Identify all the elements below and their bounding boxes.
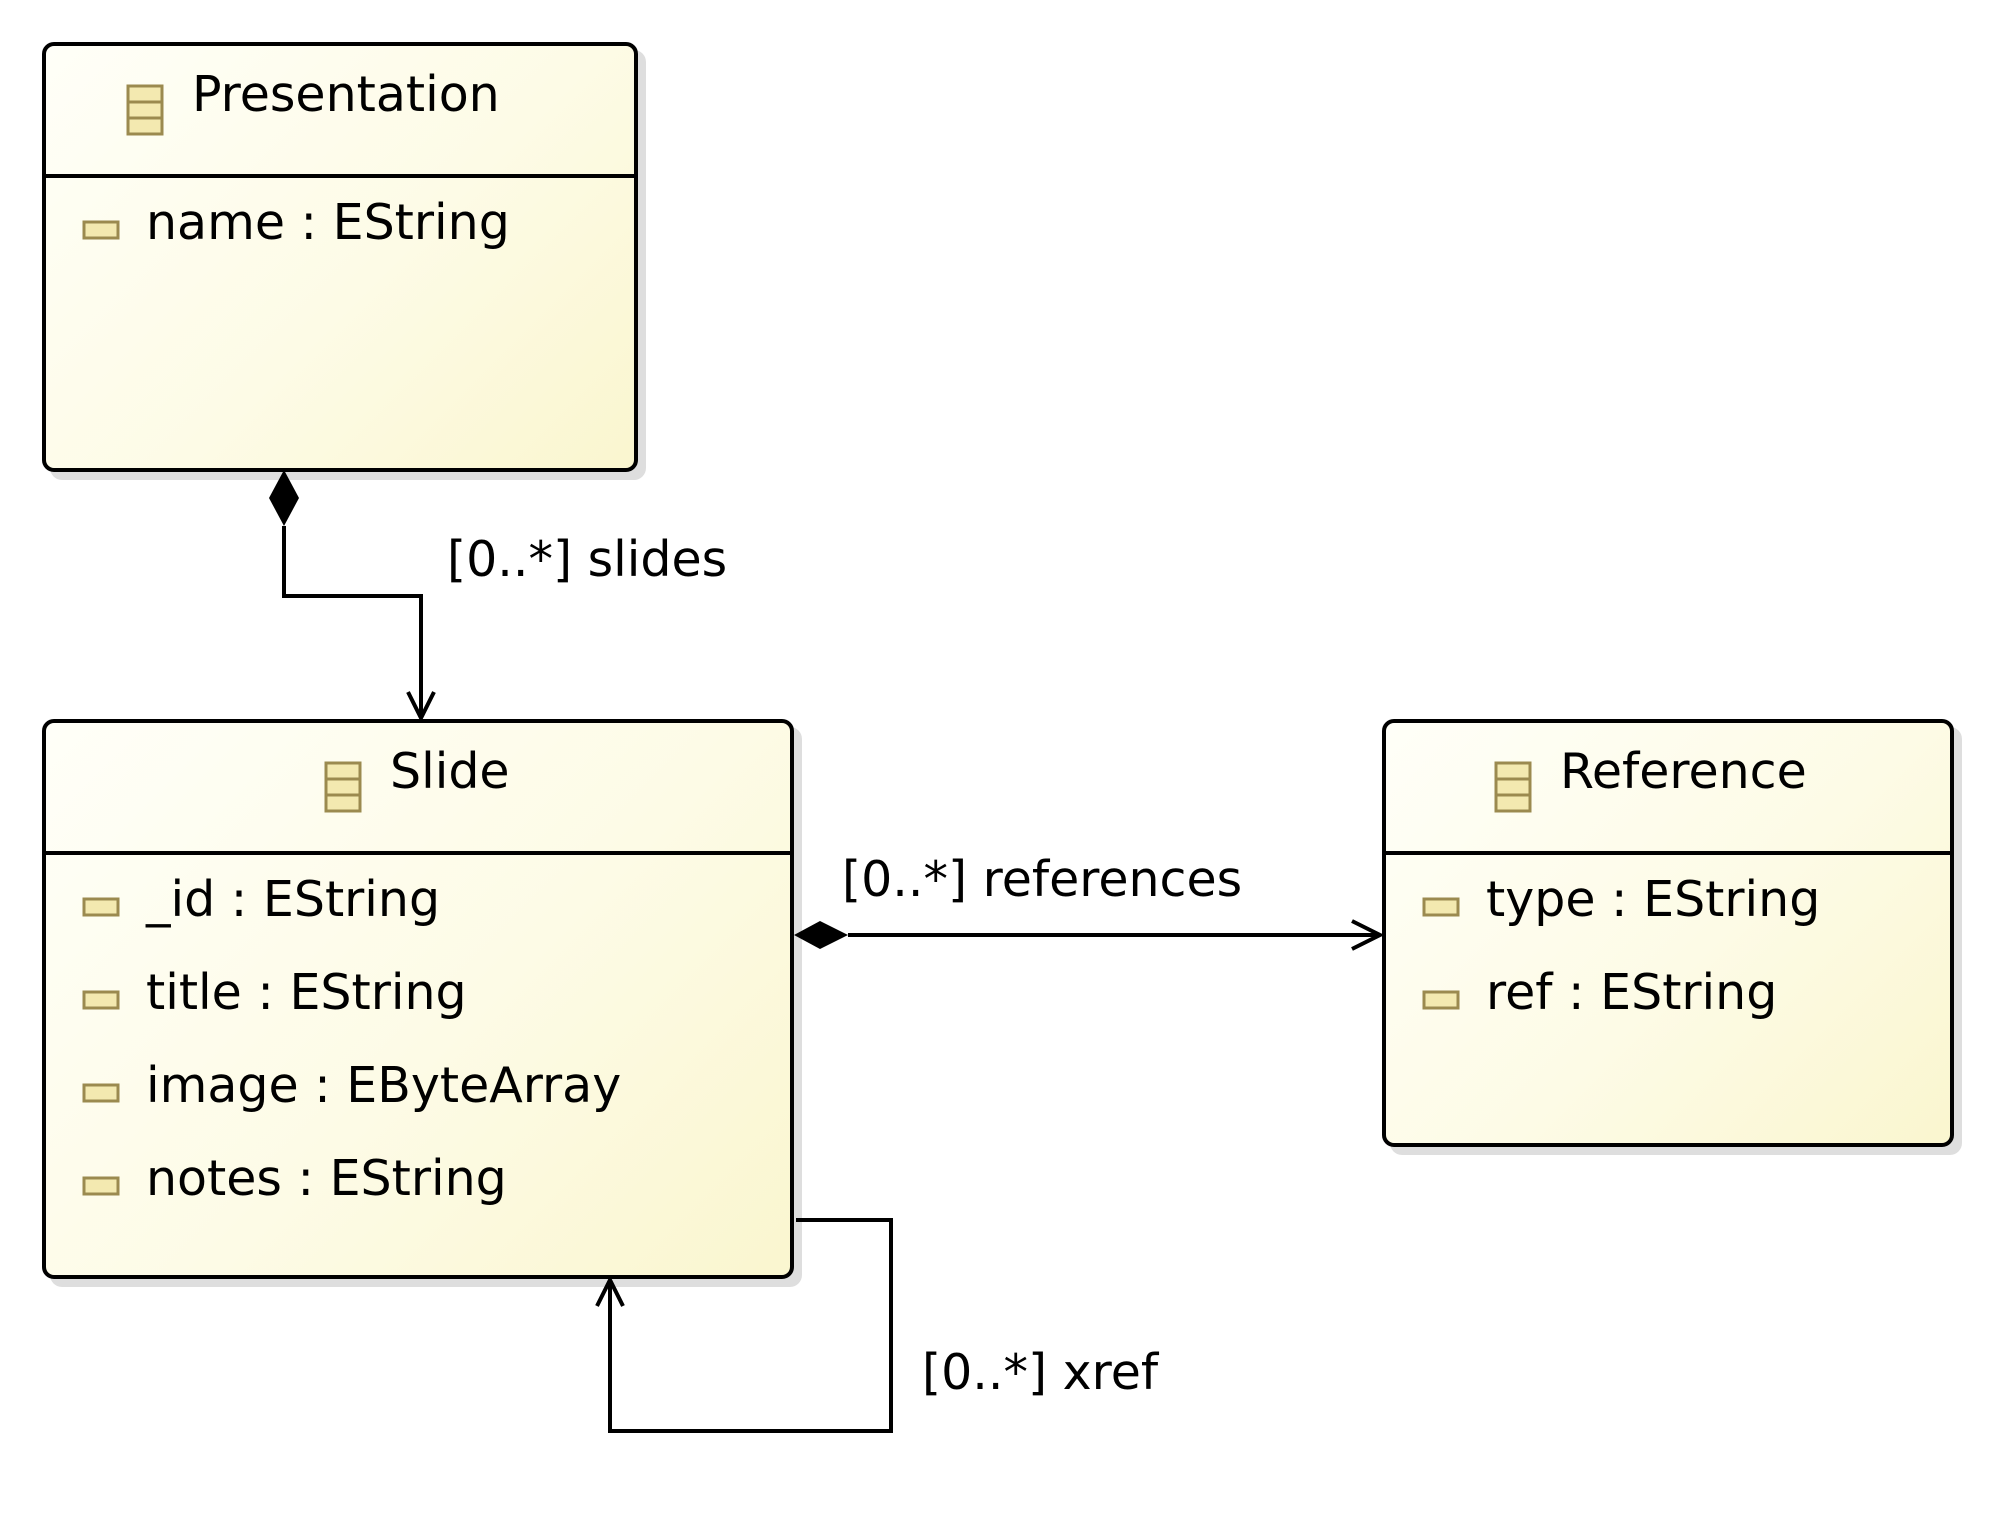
arrowhead [406, 691, 436, 723]
attribute-row[interactable]: type : EString [1386, 875, 1950, 935]
class-slide[interactable]: Slide _id : EString title : EString imag… [42, 719, 794, 1279]
attribute-row[interactable]: image : EByteArray [46, 1061, 790, 1121]
class-slide-name: Slide [390, 743, 510, 800]
composition-diamond [269, 470, 299, 526]
edge-slides[interactable] [269, 470, 436, 723]
attribute-label: notes : EString [146, 1150, 507, 1207]
attribute-label: title : EString [146, 964, 467, 1021]
attribute-label: _id : EString [146, 871, 441, 928]
class-reference[interactable]: Reference type : EString ref : EString [1382, 719, 1954, 1147]
edge-label-xref: [0..*] xref [922, 1344, 1159, 1401]
attribute-row[interactable]: notes : EString [46, 1154, 790, 1214]
attribute-row[interactable]: ref : EString [1386, 968, 1950, 1028]
eclass-icon [324, 761, 362, 813]
attribute-row[interactable]: name : EString [46, 198, 634, 258]
eclass-icon [1494, 761, 1532, 813]
composition-diamond [794, 921, 848, 949]
eattribute-icon [82, 897, 120, 917]
edge-label-slides: [0..*] slides [447, 531, 728, 588]
class-presentation[interactable]: Presentation name : EString [42, 42, 638, 472]
eattribute-icon [1422, 990, 1460, 1010]
eattribute-icon [82, 990, 120, 1010]
class-reference-name: Reference [1560, 743, 1807, 800]
attribute-label: name : EString [146, 194, 510, 251]
class-reference-header: Reference [1386, 723, 1950, 855]
attribute-row[interactable]: _id : EString [46, 875, 790, 935]
class-presentation-header: Presentation [46, 46, 634, 178]
arrowhead [1351, 919, 1385, 951]
arrowhead [595, 1275, 625, 1307]
eattribute-icon [82, 220, 120, 240]
edge-references[interactable] [794, 919, 1385, 951]
attribute-row[interactable]: title : EString [46, 968, 790, 1028]
class-slide-header: Slide [46, 723, 790, 855]
attribute-label: ref : EString [1486, 964, 1778, 1021]
class-presentation-name: Presentation [192, 66, 500, 123]
eattribute-icon [1422, 897, 1460, 917]
eattribute-icon [82, 1083, 120, 1103]
eclass-icon [126, 84, 164, 136]
edge-label-references: [0..*] references [842, 851, 1243, 908]
attribute-label: image : EByteArray [146, 1057, 622, 1114]
attribute-label: type : EString [1486, 871, 1821, 928]
eattribute-icon [82, 1176, 120, 1196]
